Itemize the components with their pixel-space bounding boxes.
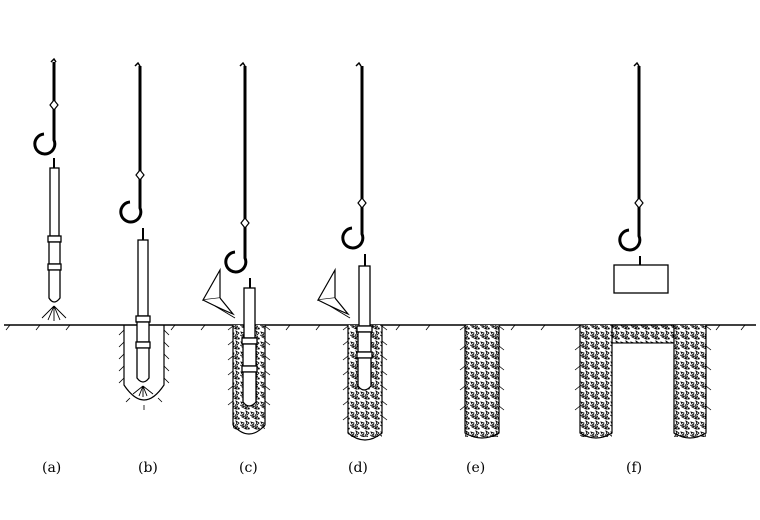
panel-a [33, 57, 67, 321]
panel-label-d: (d) [348, 460, 368, 476]
panel-b [118, 61, 170, 410]
load-block [613, 264, 669, 294]
panel-label-b: (b) [138, 460, 158, 476]
panel-label-a: (a) [42, 460, 61, 476]
panel-e [459, 325, 505, 439]
panel-label-c: (c) [239, 460, 258, 476]
ground-hatching [5, 324, 746, 331]
panel-label-e: (e) [466, 460, 485, 476]
panel-d [316, 61, 388, 441]
panel-c [201, 61, 271, 435]
panel-label-f: (f) [626, 460, 642, 476]
panel-f [574, 61, 712, 439]
